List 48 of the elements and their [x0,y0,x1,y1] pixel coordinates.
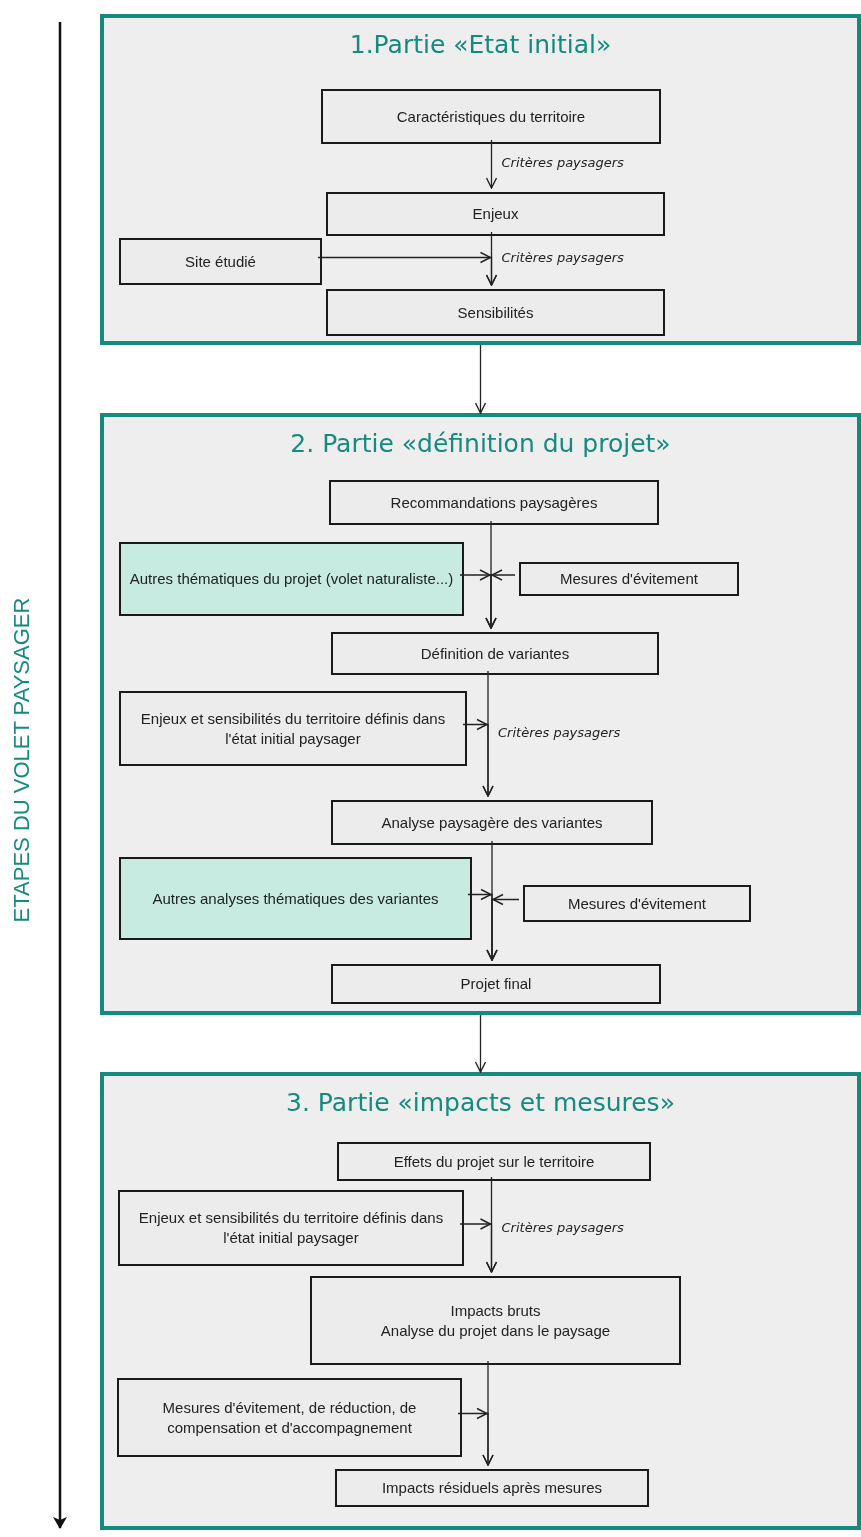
box-text: Effets du projet sur le territoire [393,1151,595,1172]
box-text: Impacts bruts [450,1300,541,1321]
process-box [321,89,661,144]
section-panel [100,1072,861,1530]
section-panel [100,413,861,1015]
box-text: Enjeux [472,204,519,224]
box-text: Mesures d'évitement [560,569,698,589]
box-text: Sensibilités [457,302,534,323]
box-text: Site étudié [185,251,256,272]
edge-label: Critères paysagers [499,1220,626,1236]
box-text: Définition de variantes [420,643,570,664]
process-box [337,1142,651,1181]
process-box [326,289,665,336]
process-box [335,1469,649,1507]
box-text: Impacts résiduels après mesures [381,1478,603,1498]
process-box [119,238,322,285]
section-title: 1.Partie «Etat initial» [348,30,613,60]
box-text: Recommandations paysagères [390,492,598,513]
section-panel [100,14,861,345]
process-box [326,192,665,236]
process-box [331,964,661,1004]
process-box [117,1378,462,1457]
edge-label: Critères paysagers [496,725,623,741]
section-title: 2. Partie «définition du projet» [289,429,672,459]
box-text: Analyse du projet dans le paysage [380,1320,611,1341]
section-title: 3. Partie «impacts et mesures» [285,1088,676,1118]
box-text: Autres thématiques du projet (volet naturaliste...) [129,569,454,589]
box-text: Projet final [460,974,532,994]
box-text: Mesures d'évitement [568,893,706,914]
process-box [118,1190,464,1266]
process-box [329,480,659,525]
box-text: Enjeux et sensibilités du territoire définis dans l'état initial paysager [139,708,447,749]
process-box [519,562,739,596]
box-text: Autres analyses thématiques des variantes [152,888,439,909]
box-text: Analyse paysagère des variantes [381,812,603,833]
process-box [119,542,464,616]
process-box [119,691,467,766]
edge-label: Critères paysagers [499,155,626,171]
process-box [310,1276,681,1365]
box-text: Mesures d'évitement, de réduction, de compensation et d'accompagnement [161,1397,418,1438]
process-box [523,885,751,922]
process-box [331,632,659,675]
process-box [331,800,653,845]
process-box [119,857,472,940]
box-text: Caractéristiques du territoire [396,106,586,127]
edge-label: Critères paysagers [499,250,626,266]
vertical-heading: ETAPES DU VOLET PAYSAGER [9,597,35,923]
box-text: Enjeux et sensibilités du territoire définis dans l'état initial paysager [137,1208,445,1248]
